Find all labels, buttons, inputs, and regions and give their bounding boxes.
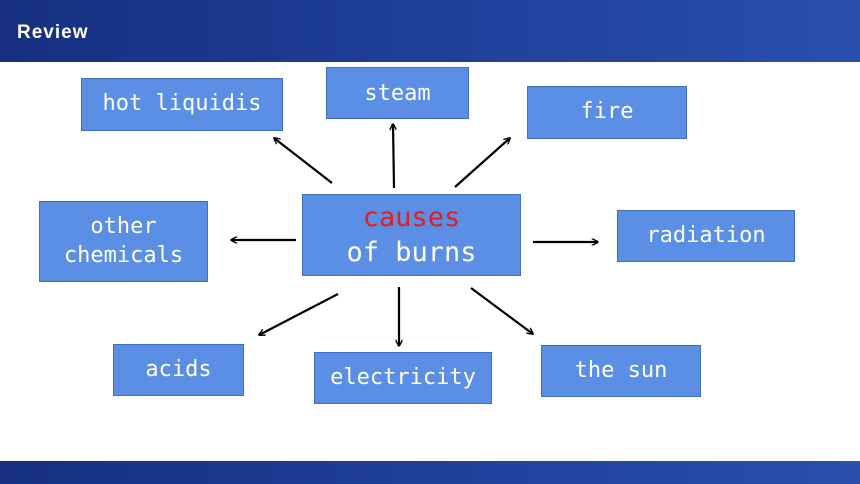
arrow-hot-liquids <box>274 138 333 184</box>
node-electricity-label: electricity <box>330 364 476 390</box>
node-fire-label: fire <box>580 99 634 125</box>
node-the-sun-label: the sun <box>574 357 668 383</box>
node-radiation-label: radiation <box>646 222 766 248</box>
header-bar: Review <box>0 0 860 62</box>
page-title: Review <box>17 22 89 43</box>
node-steam: steam <box>326 67 469 119</box>
center-node-line1: causes <box>362 201 461 233</box>
node-acids: acids <box>113 344 244 396</box>
arrow-acids <box>259 293 339 335</box>
node-acids-label: acids <box>145 356 212 382</box>
node-steam-label: steam <box>364 81 431 106</box>
arrow-fire <box>454 138 510 188</box>
arrow-steam <box>393 124 394 189</box>
node-other-chemicals-line2: chemicals <box>63 242 184 268</box>
node-the-sun: the sun <box>541 345 701 397</box>
node-fire: fire <box>527 86 687 139</box>
node-hot-liquids-label: hot liquidis <box>102 91 262 117</box>
node-electricity: electricity <box>314 352 492 404</box>
arrow-the-sun <box>470 287 533 334</box>
node-other-chemicals-line1: other <box>90 213 157 239</box>
footer-bar <box>0 461 860 484</box>
node-other-chemicals: other chemicals <box>39 201 208 282</box>
node-hot-liquids: hot liquidis <box>81 78 283 131</box>
center-node-line2: of burns <box>346 237 477 268</box>
node-radiation: radiation <box>617 210 795 262</box>
center-node-causes-of-burns: causes of burns <box>302 194 521 276</box>
